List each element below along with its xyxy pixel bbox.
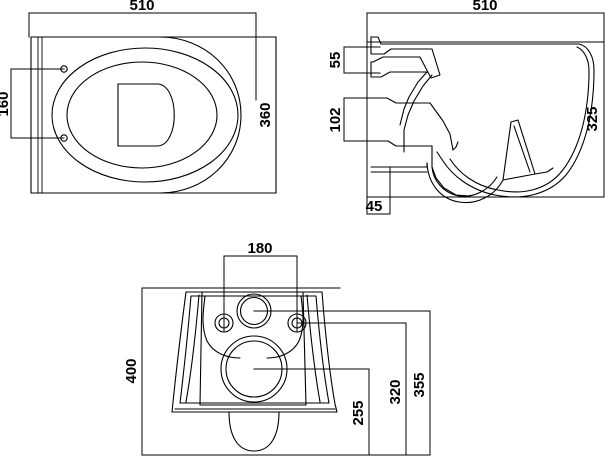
dimension-label-45: 45 [366,198,383,215]
side-rib-foot [534,167,554,175]
seat-ring-outer [51,47,239,183]
bolt-hole-left-outer [214,313,234,333]
rear-flank-curve-left-1 [185,294,200,403]
side-body-inner-rim [449,46,590,193]
dimension-side-length: 510 [366,0,605,215]
view-side-section: 510 325 [327,0,605,215]
side-internal-rib-line [513,125,531,173]
rear-face-panel [199,291,307,406]
view-rear: 180 400 [123,240,431,456]
dimension-inlet-height: 355 [411,310,431,456]
dimension-label-255: 255 [350,400,367,425]
dimension-label-355: 355 [411,372,428,397]
side-trap-curve-inner [426,162,504,204]
side-mid-ledge-tip [452,141,459,151]
dimension-label-325: 325 [584,106,601,131]
rear-body-outline-outer [171,291,338,413]
dimension-base-offset: 45 [366,166,391,215]
dimension-top-depth: 360 [257,36,277,194]
side-bowl-inner-wall-2 [403,74,433,153]
rear-flank-curve-right-2 [266,295,304,359]
rear-pan-nose [228,411,280,452]
side-outlet-collar-body [431,145,471,197]
side-trap-curve-outer [431,166,498,197]
side-rim-bracket-detail [370,36,441,79]
dimension-label-320: 320 [387,379,404,404]
dimension-label-510-top: 510 [129,0,154,14]
side-bowl-inner-wall [399,71,428,126]
dimension-label-160: 160 [0,91,12,116]
side-internal-rib [502,119,536,181]
seat-opening-d-shape [117,83,175,147]
bolt-hole-left-inner [218,317,230,329]
seat-ring-inner [66,61,218,169]
side-mid-ledge-slope [429,102,454,151]
view-top-plan: 510 360 160 [0,0,277,194]
dimension-bolt-centers: 180 [223,240,298,333]
dimension-bolt-height: 320 [387,322,407,456]
dimension-label-510-side: 510 [472,0,497,14]
seat-outer-contour [44,36,242,194]
dimension-rim-offset: 55 [327,46,381,74]
dimension-side-height: 325 [584,106,601,131]
rear-body-outline-inner [179,295,330,404]
dimension-bolt-spacing: 160 [0,68,65,139]
dimension-label-55: 55 [327,52,344,69]
dimension-rear-height: 400 [123,358,140,383]
dimension-label-400: 400 [123,358,140,383]
dimension-label-360: 360 [257,102,274,127]
dimension-inlet-offset: 102 [327,97,381,142]
rear-flank-curve-right-1 [306,294,321,403]
dimension-label-102: 102 [327,107,344,132]
dimension-label-180: 180 [247,240,272,257]
dimension-outlet-height: 255 [350,368,370,456]
dimension-top-width: 510 [28,0,257,101]
side-body-outer-top [370,36,595,198]
